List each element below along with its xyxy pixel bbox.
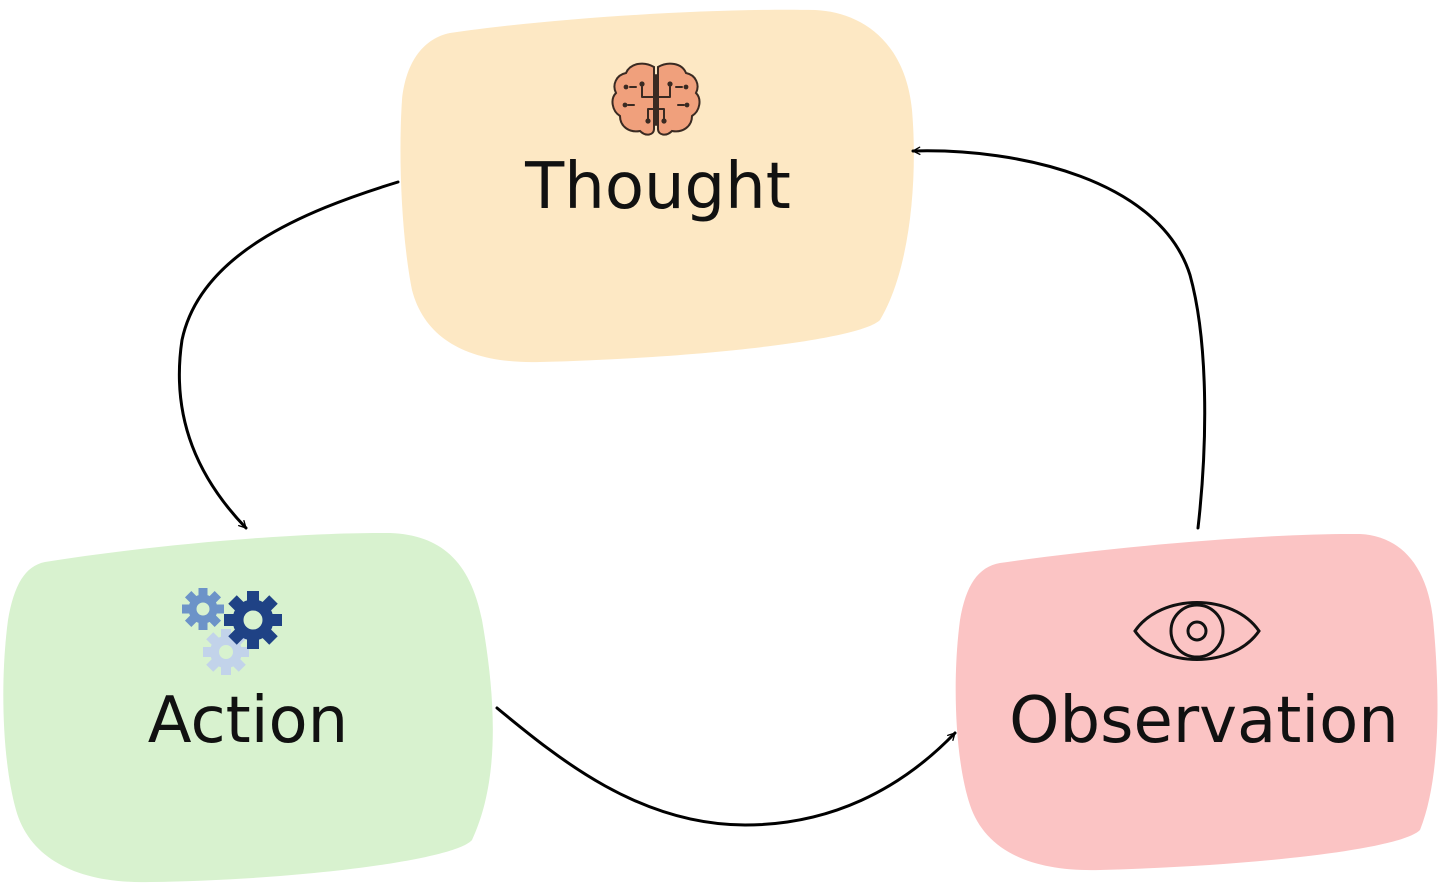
edge-action-to-observation (495, 706, 957, 827)
observation-node: Observation (955, 533, 1438, 871)
brain-icon (611, 62, 701, 136)
edge-observation-to-thought (911, 146, 1207, 530)
edge-thought-to-action (177, 180, 400, 530)
action-node-shape (3, 532, 493, 883)
observation-label: Observation (1009, 684, 1399, 758)
eye-icon (1133, 601, 1261, 661)
thought-node-shape (400, 9, 914, 363)
thought-label: Thought (524, 150, 791, 224)
action-label: Action (148, 684, 348, 758)
thought-node: Thought (400, 9, 914, 363)
action-node: Action (3, 532, 493, 883)
observation-node-shape (955, 533, 1438, 871)
